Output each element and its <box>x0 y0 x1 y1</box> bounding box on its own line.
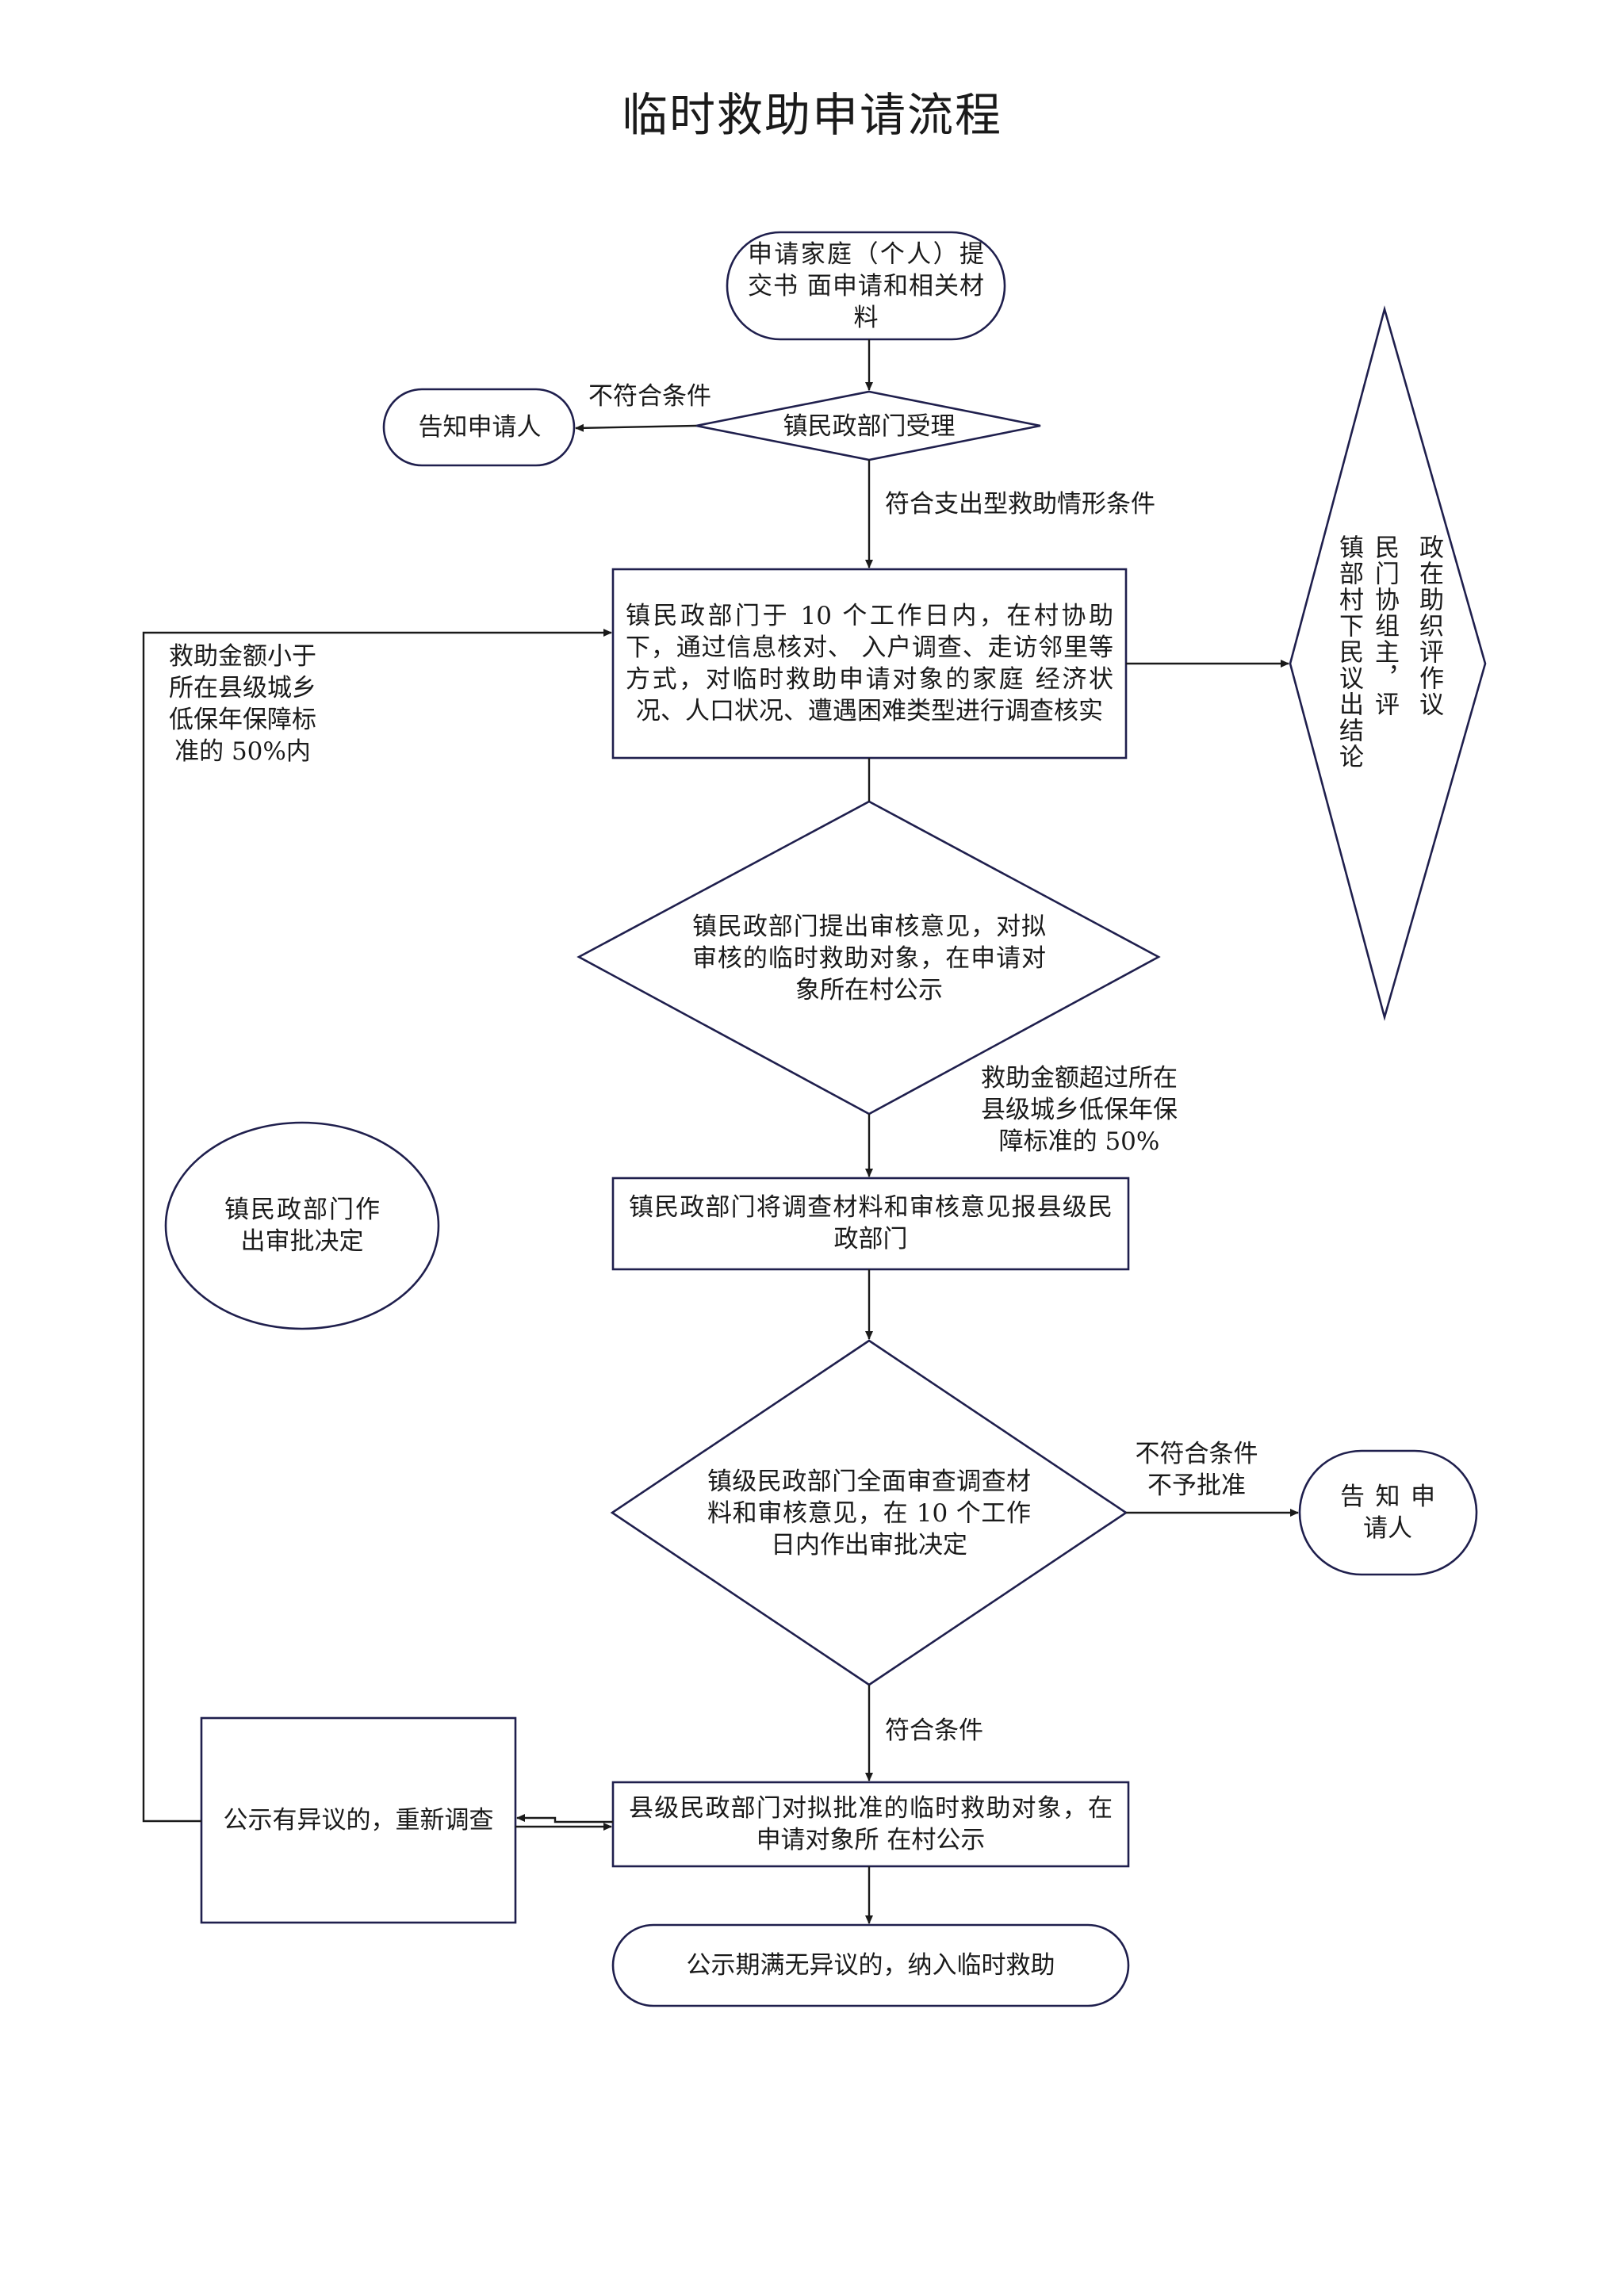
investigate-process <box>611 568 1128 760</box>
objection-text: 公示有异议的，重新调查 <box>223 1806 494 1835</box>
report-process <box>611 1177 1130 1271</box>
edge-publicize-objection <box>516 1814 613 1823</box>
label-not-qualified: 不符合条件 <box>588 382 711 411</box>
evaluate-text-col1: 政在助织评作议 <box>1415 534 1443 718</box>
label-not-approved: 不符合条件 不予批准 <box>1135 1440 1258 1500</box>
label-meets-expense: 符合支出型救助情形条件 <box>885 490 1155 519</box>
evaluate-text-col3: 镇部村下民议出结论 <box>1335 534 1363 770</box>
investigate-text: 镇民政部门于 10 个工作日内，在村协助下，通过信息核对、 入户调查、走访邻里等… <box>626 602 1113 725</box>
edge-objection-loop-investigate <box>142 629 612 1823</box>
label-amount-under: 救助金额小于 所在县级城乡 低保年保障标 准的 50%内 <box>169 642 316 766</box>
county-publicize-text: 县级民政部门对拟批准的临时救助对象，在申请对象所 在村公示 <box>629 1794 1113 1854</box>
edge-accept-notify <box>575 423 697 432</box>
objection-process <box>200 1716 517 1924</box>
town-decision-text: 镇民政部门作出审批决定 <box>224 1196 380 1256</box>
accept-text: 镇民政部门受理 <box>783 411 956 441</box>
evaluate-decision <box>1289 305 1487 1021</box>
report-text: 镇民政部门将调查材料和审核意见报县级民政部门 <box>629 1192 1113 1253</box>
final-terminator <box>611 1923 1130 2007</box>
notify-top-terminator <box>382 388 576 467</box>
label-qualified: 符合条件 <box>885 1716 983 1745</box>
start-text: 申请家庭（个人）提交书 面申请和相关材料 <box>748 239 984 332</box>
final-text: 公示期满无异议的，纳入临时救助 <box>686 1951 1055 1980</box>
start-terminator <box>726 231 1006 341</box>
notify-right-text: 告知申请人 <box>1340 1483 1435 1543</box>
evaluate-text-col2: 民门协组主，评 <box>1370 534 1399 718</box>
county-publicize-process <box>611 1781 1130 1868</box>
notify-top-text: 告知申请人 <box>418 413 542 442</box>
label-amount-over: 救助金额超过所在 县级城乡低保年保 障标准的 50% <box>981 1064 1178 1156</box>
notify-right-terminator <box>1298 1449 1478 1576</box>
page-title: 临时救助申请流程 <box>621 88 1002 142</box>
town-decision-terminator <box>164 1121 440 1330</box>
county-review-text: 镇级民政部门全面审查调查材料和审核意见，在 10 个工作日内作出审批决定 <box>707 1468 1031 1559</box>
review-text: 镇民政部门提出审核意见，对拟审核的临时救助对象，在申请对象所在村公示 <box>692 913 1046 1004</box>
